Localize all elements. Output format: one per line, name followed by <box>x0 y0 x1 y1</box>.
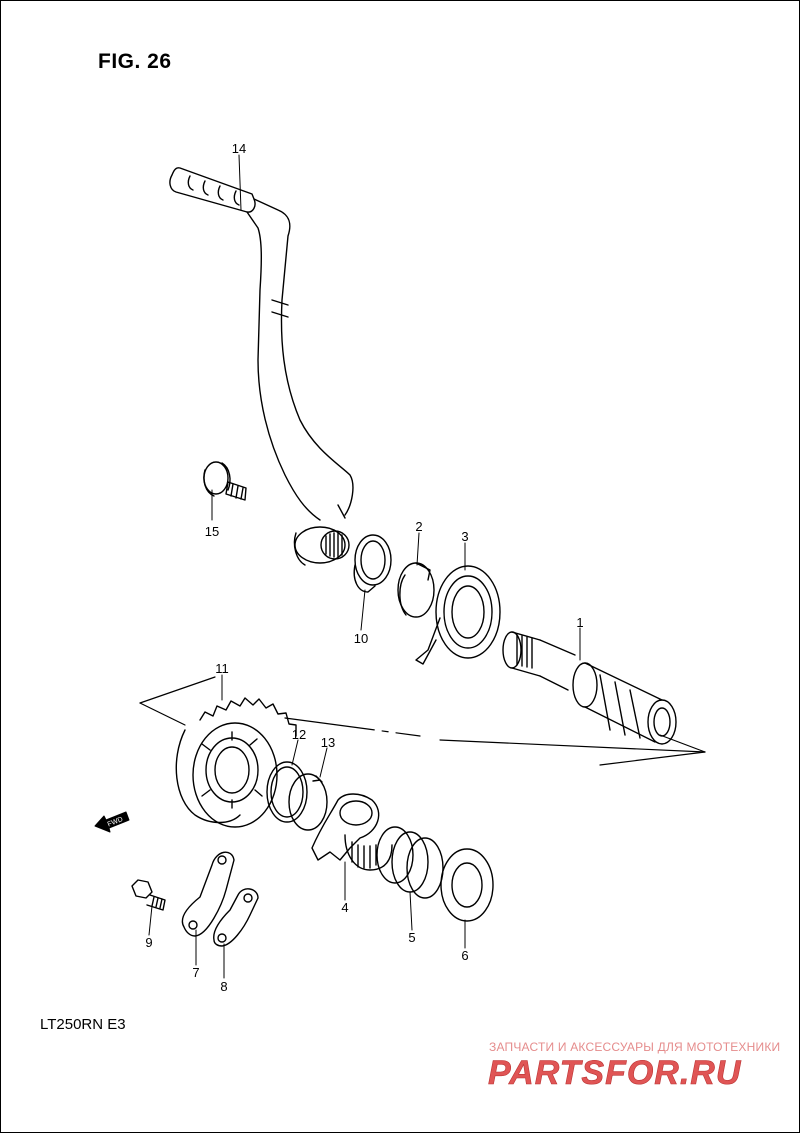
plate-7 <box>181 851 235 937</box>
watermark-logo: PARTSFOR.RU <box>488 1054 742 1092</box>
drive-gear-11 <box>175 697 297 828</box>
callout-13: 13 <box>321 735 335 750</box>
circlip-13 <box>288 773 328 831</box>
callout-8: 8 <box>220 979 227 994</box>
callout-12: 12 <box>292 727 306 742</box>
part-callouts: 1 2 3 4 5 6 7 8 9 10 11 12 13 14 15 <box>145 141 583 994</box>
bush-10 <box>353 534 392 593</box>
callout-9: 9 <box>145 935 152 950</box>
circlip-12 <box>266 761 308 823</box>
bolt-9 <box>131 879 166 911</box>
callout-6: 6 <box>461 948 468 963</box>
watermark-tagline: ЗАПЧАСТИ И АКСЕССУАРЫ ДЛЯ МОТОТЕХНИКИ <box>489 1040 781 1054</box>
callout-10: 10 <box>354 631 368 646</box>
kick-starter-lever <box>169 167 354 566</box>
callout-3: 3 <box>461 529 468 544</box>
bolt-15 <box>203 461 247 501</box>
callout-4: 4 <box>341 900 348 915</box>
callout-5: 5 <box>408 930 415 945</box>
fwd-label: FWD <box>107 816 124 828</box>
spring-3 <box>415 565 501 665</box>
watermark-logo-text: PARTSFOR.RU <box>488 1054 742 1092</box>
model-code: LT250RN E3 <box>40 1016 126 1033</box>
callout-11: 11 <box>215 661 229 676</box>
fwd-direction-arrow: FWD <box>94 811 130 833</box>
kick-shaft-1 <box>502 631 677 745</box>
figure-title: FIG. 26 <box>98 50 172 73</box>
plate-8 <box>213 888 259 947</box>
guide-2 <box>397 562 435 618</box>
washer-6 <box>440 848 494 922</box>
coil-spring-5 <box>376 826 444 899</box>
pawl-4 <box>311 793 393 871</box>
callout-15: 15 <box>205 524 219 539</box>
leader-lines <box>148 154 581 979</box>
assembly-plane-lines <box>139 676 706 766</box>
callout-14: 14 <box>232 141 246 156</box>
callout-1: 1 <box>576 615 583 630</box>
callout-2: 2 <box>415 519 422 534</box>
callout-7: 7 <box>192 965 199 980</box>
